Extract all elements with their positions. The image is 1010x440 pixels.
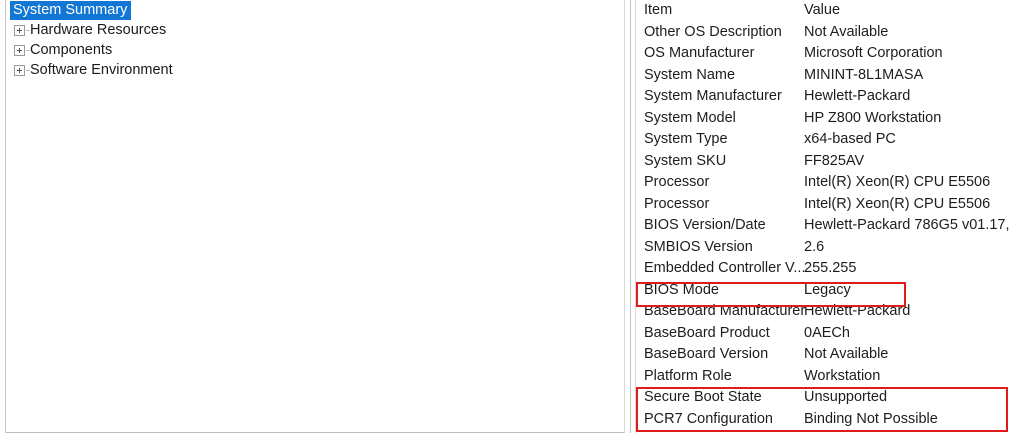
details-row-item: System Manufacturer — [644, 88, 782, 104]
details-row-value: Unsupported — [804, 389, 888, 405]
details-row-item: System Model — [644, 109, 736, 126]
details-row[interactable]: System Type x64-based PC — [636, 129, 1010, 151]
details-row[interactable]: Platform Role Workstation — [636, 366, 1010, 388]
system-summary-tree[interactable]: System Summary Hardware Resources Compon… — [5, 0, 625, 433]
details-row-value: FF825AV — [804, 152, 865, 169]
tree-item-software-environment[interactable]: Software Environment — [6, 60, 624, 80]
details-row-item: System Name — [644, 66, 736, 83]
details-column-header[interactable]: Item Value — [636, 0, 1010, 22]
details-row[interactable]: Processor Intel(R) Xeon(R) CPU E5506 — [636, 172, 1010, 194]
details-row-value: Not Available — [804, 346, 889, 362]
details-row[interactable]: System Model HP Z800 Workstation — [636, 108, 1010, 130]
details-row[interactable]: Embedded Controller V...255.255 — [636, 258, 1010, 280]
details-row-item: Other OS Description — [644, 23, 782, 40]
details-row-item: PCR7 Configuration — [644, 410, 773, 427]
tree-item-hardware-resources-label: Hardware Resources — [30, 22, 167, 38]
details-row-value: x64-based PC — [804, 131, 896, 147]
expand-components-icon[interactable] — [14, 44, 30, 56]
details-row-value: HP Z800 Workstation — [804, 109, 942, 126]
details-row-item: System SKU — [644, 152, 727, 169]
details-row-item: BaseBoard Product — [644, 324, 770, 341]
details-row-value: Legacy — [804, 281, 851, 298]
details-row[interactable]: SMBIOS Version 2.6 — [636, 237, 1010, 259]
tree-item-system-summary[interactable]: System Summary — [6, 0, 624, 20]
details-row-value: Not Available — [804, 23, 889, 40]
column-header-value[interactable]: Value — [804, 2, 841, 18]
details-row[interactable]: BIOS Version/Date Hewlett-Packard 786G5 v… — [636, 215, 1010, 237]
details-row-value: 2.6 — [804, 238, 825, 255]
details-row-value: 0AECh — [804, 324, 850, 341]
details-row[interactable]: BIOS Mode Legacy — [636, 280, 1010, 302]
details-row-value: Intel(R) Xeon(R) CPU E5506 — [804, 174, 991, 190]
details-row[interactable]: System Manufacturer Hewlett-Packard — [636, 86, 1010, 108]
details-row[interactable]: Other OS Description Not Available — [636, 22, 1010, 44]
details-row-item: BaseBoard Version — [644, 346, 769, 362]
details-row-item: BaseBoard Manufacturer — [644, 303, 806, 319]
details-row[interactable]: System Name MININT-8L1MASA — [636, 65, 1010, 87]
details-row-item: Processor — [644, 174, 710, 190]
details-row-item: Secure Boot State — [644, 389, 762, 405]
tree-item-components[interactable]: Components — [6, 40, 624, 60]
details-row-item: BIOS Mode — [644, 281, 719, 298]
details-row[interactable]: Secure Boot State Unsupported — [636, 387, 1010, 409]
details-row-item: SMBIOS Version — [644, 238, 753, 255]
details-row-item: Platform Role — [644, 367, 732, 384]
expand-hardware-resources-icon[interactable] — [14, 24, 30, 36]
details-row[interactable]: PCR7 Configuration Binding Not Possible — [636, 409, 1010, 431]
details-row-value: Hewlett-Packard — [804, 303, 911, 319]
tree-item-system-summary-label: System Summary — [10, 0, 132, 20]
details-row-value: 255.255 — [804, 260, 857, 276]
details-row-value: Hewlett-Packard — [804, 88, 911, 104]
column-header-item[interactable]: Item — [644, 2, 673, 18]
details-row[interactable]: Processor Intel(R) Xeon(R) CPU E5506 — [636, 194, 1010, 216]
details-row-value: Workstation — [804, 367, 881, 384]
details-row[interactable]: OS Manufacturer Microsoft Corporation — [636, 43, 1010, 65]
details-row-item: Embedded Controller V... — [644, 260, 806, 276]
details-row[interactable]: BaseBoard Product 0AECh — [636, 323, 1010, 345]
details-row-value: Microsoft Corporation — [804, 45, 943, 61]
expand-software-environment-icon[interactable] — [14, 64, 30, 76]
details-row-item: System Type — [644, 131, 728, 147]
details-row-value: MININT-8L1MASA — [804, 66, 924, 83]
details-row-value: Hewlett-Packard 786G5 v01.17, 8/ — [804, 217, 1010, 233]
details-row[interactable]: BaseBoard Version Not Available — [636, 344, 1010, 366]
details-row-item: BIOS Version/Date — [644, 217, 766, 233]
details-row-value: Intel(R) Xeon(R) CPU E5506 — [804, 195, 991, 212]
details-row-value: Binding Not Possible — [804, 410, 938, 427]
tree-item-hardware-resources[interactable]: Hardware Resources — [6, 20, 624, 40]
details-row-item: Processor — [644, 195, 710, 212]
tree-item-components-label: Components — [30, 42, 113, 58]
details-row-item: OS Manufacturer — [644, 45, 755, 61]
details-row[interactable]: System SKU FF825AV — [636, 151, 1010, 173]
tree-item-software-environment-label: Software Environment — [30, 62, 173, 78]
